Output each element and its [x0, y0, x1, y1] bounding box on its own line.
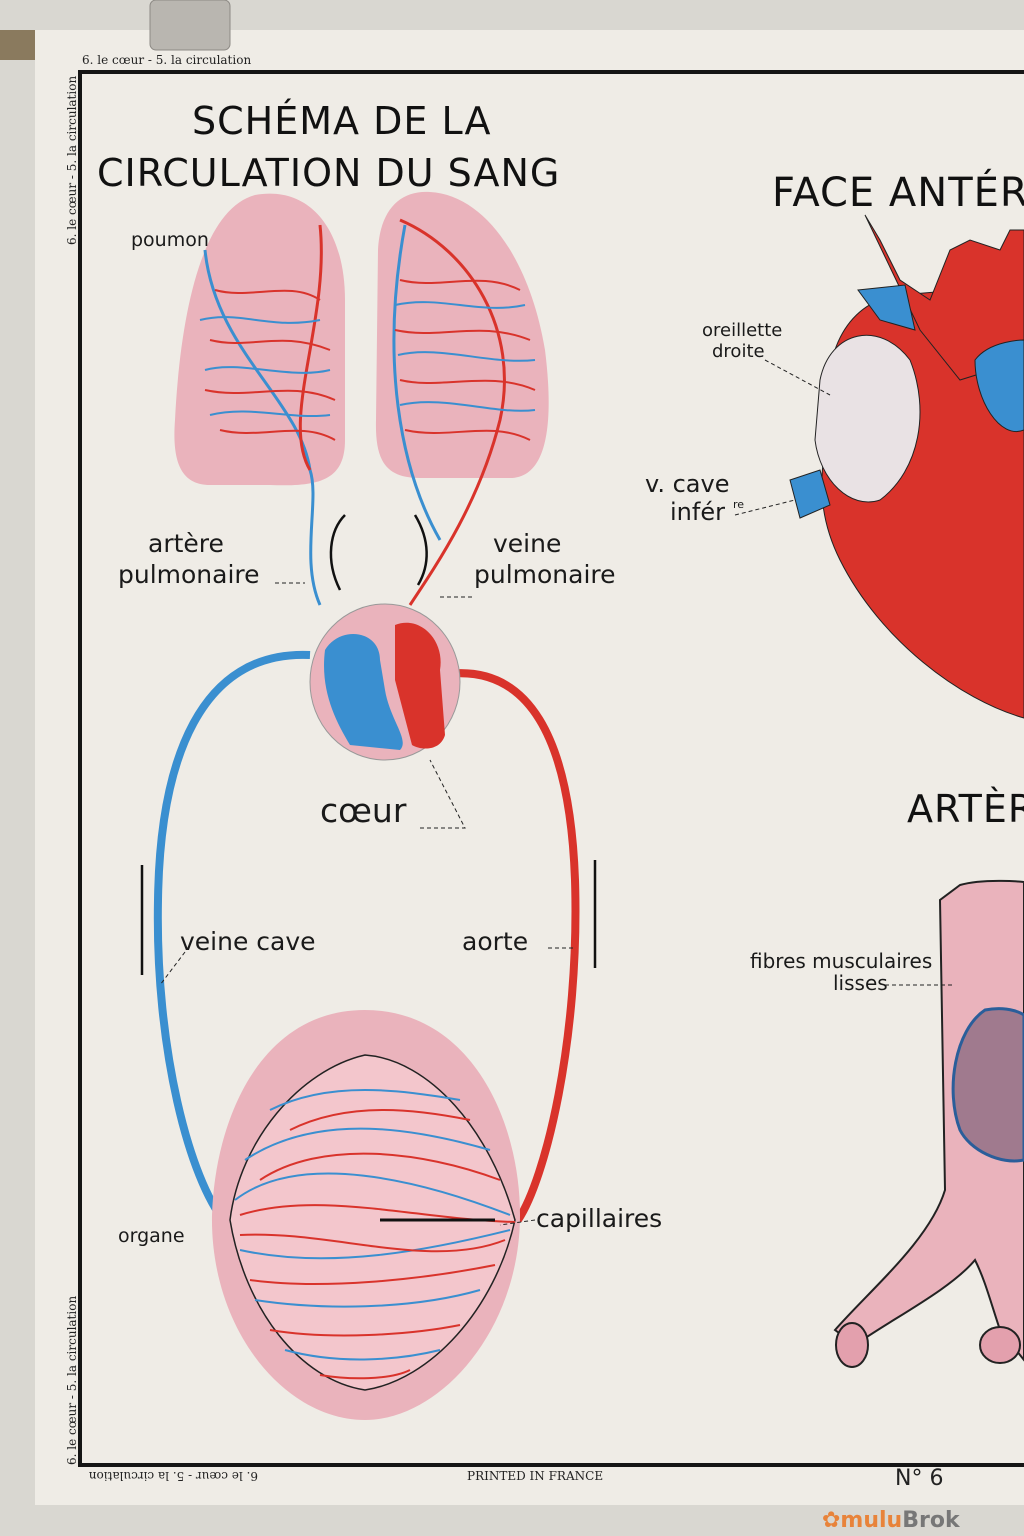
hanging-rod [0, 30, 40, 60]
watermark-logo: ✿muluBrok [822, 1508, 961, 1533]
side-ref-bottom: 6. le cœur - 5. la circulation [65, 1296, 79, 1465]
schema-title-line1: SCHÉMA DE LA [192, 99, 492, 143]
schema-title-line2: CIRCULATION DU SANG [97, 151, 560, 195]
label-oreillette-2: droite [712, 341, 765, 362]
label-coeur: cœur [320, 791, 407, 830]
poster-number: N° 6 [895, 1466, 943, 1491]
bottom-ref-inverted: 6. le cœur - 5. la circulation [89, 1469, 258, 1483]
label-fibres-2: lisses [833, 971, 888, 995]
label-vcave-sup: re [733, 498, 744, 511]
artery-illustration [833, 879, 1024, 1368]
poster-sheet [35, 30, 1024, 1505]
label-capillaires: capillaires [536, 1204, 662, 1233]
label-organe: organe [118, 1225, 185, 1247]
printed-in-france: PRINTED IN FRANCE [467, 1469, 603, 1483]
lungs [174, 191, 549, 606]
label-veine-pulmonaire-1: veine [493, 529, 561, 558]
schema-labels: poumon artère pulmonaire veine pulmonair… [118, 229, 662, 1247]
label-veine-pulmonaire-2: pulmonaire [474, 560, 616, 589]
poster-frame [78, 70, 1024, 1467]
label-artere-pulmonaire-2: pulmonaire [118, 560, 260, 589]
label-vcave-2: infér [670, 498, 725, 526]
label-veine-cave: veine cave [180, 927, 316, 956]
face-title: FACE ANTÉR [772, 168, 1024, 216]
clip-icon [149, 0, 231, 51]
vena-cava-vessel [153, 650, 311, 1225]
aorta-vessel [439, 669, 580, 1223]
label-oreillette-1: oreillette [702, 320, 782, 341]
flow-arrows [140, 514, 597, 975]
leader-lines [159, 582, 575, 1226]
schema-heart [309, 603, 461, 761]
side-ref-top: 6. le cœur - 5. la circulation [65, 76, 79, 245]
header-ref: 6. le cœur - 5. la circulation [82, 53, 251, 67]
label-artere-pulmonaire-1: artère [148, 529, 224, 558]
organ [211, 1010, 520, 1420]
artere-title: ARTÈR [907, 787, 1024, 831]
anatomical-heart [789, 214, 1024, 719]
face-leader-lines [734, 359, 831, 516]
label-poumon: poumon [131, 229, 209, 251]
svg-text:✿muluBrok: ✿muluBrok [822, 1508, 961, 1533]
label-vcave-1: v. cave [645, 470, 729, 498]
label-aorte: aorte [462, 927, 528, 956]
label-fibres-1: fibres musculaires [750, 949, 932, 973]
